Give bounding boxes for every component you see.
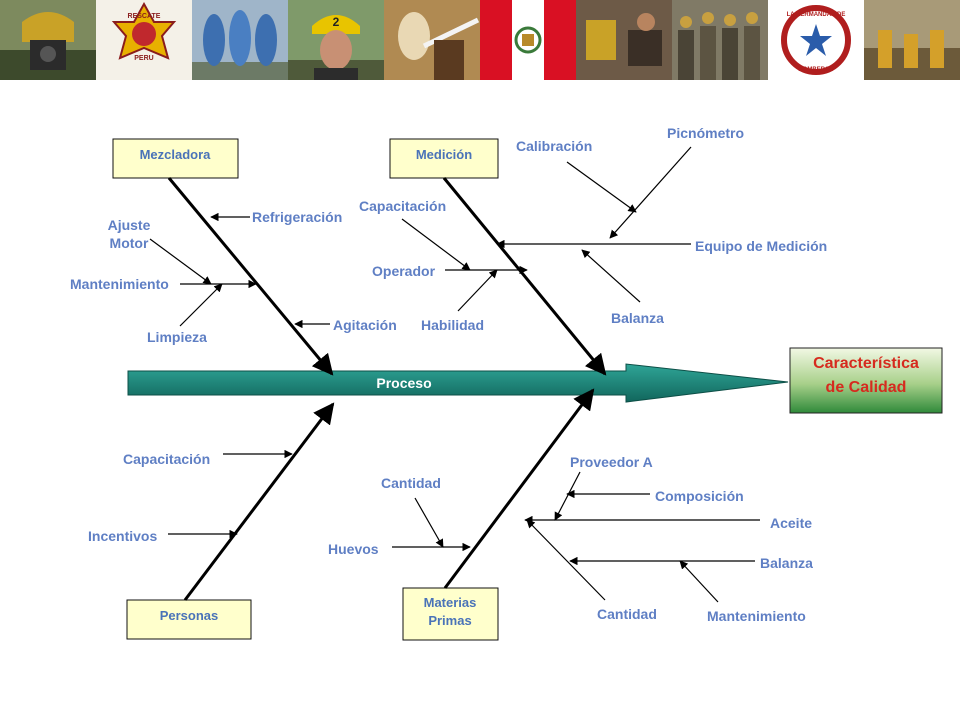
bone-mezcladora <box>167 177 334 376</box>
bone-medicion <box>442 177 607 376</box>
category-label-materias-line2: Primas <box>428 613 471 628</box>
cause-operador: Operador <box>372 263 436 279</box>
spine-label: Proceso <box>376 375 431 391</box>
rescue-scene-photo <box>576 0 672 80</box>
cause-picnometro: Picnómetro <box>667 125 744 141</box>
fire-scene-photo <box>864 0 960 80</box>
cause-arrows <box>149 146 760 603</box>
arrow-limpieza <box>179 283 223 327</box>
cause-agitacion: Agitación <box>333 317 397 333</box>
rescate-peru-badge: RESCATE PERU <box>96 0 192 80</box>
fire-hose-painting <box>384 0 480 80</box>
effect-box <box>789 347 943 414</box>
arrow-balanza-medicion <box>581 249 641 303</box>
category-box-mezcladora <box>112 138 239 179</box>
cause-capacitacion-medicion: Capacitación <box>359 198 446 214</box>
cause-refrigeracion: Refrigeración <box>252 209 342 225</box>
cause-mantenimiento: Mantenimiento <box>70 276 169 292</box>
cause-capacitacion-personas: Capacitación <box>123 451 210 467</box>
cause-proveedor-a: Proveedor A <box>570 454 653 470</box>
cause-limpieza: Limpieza <box>147 329 207 345</box>
peru-flag <box>480 0 576 80</box>
crew-group-photo <box>672 0 768 80</box>
svg-text:2: 2 <box>333 15 340 29</box>
arrow-cantidad-materias <box>526 519 606 601</box>
svg-text:BOMBEROS: BOMBEROS <box>798 67 833 73</box>
cause-balanza-medicion: Balanza <box>611 310 664 326</box>
hermandad-de-bomberos-logo: LA HERMANDAD DE BOMBEROS <box>768 0 864 80</box>
cause-huevos: Huevos <box>328 541 379 557</box>
arrow-ajuste-motor <box>149 238 212 285</box>
arrow-capacitacion-medicion <box>401 218 471 271</box>
arrow-picnometro <box>609 146 692 239</box>
cause-equipo-medicion: Equipo de Medición <box>695 238 827 254</box>
bone-materias-primas <box>443 388 595 589</box>
cause-cantidad-huevos: Cantidad <box>381 475 441 491</box>
spine-arrow <box>127 363 789 403</box>
arrow-proveedor-a <box>554 471 581 521</box>
cause-balanza-materias: Balanza <box>760 555 813 571</box>
category-label-personas: Personas <box>160 608 219 623</box>
category-box-medicion <box>389 138 499 179</box>
cause-habilidad: Habilidad <box>421 317 484 333</box>
cause-mantenimiento-materias: Mantenimiento <box>707 608 806 624</box>
hazmat-team-photo <box>192 0 288 80</box>
cause-calibracion: Calibración <box>516 138 592 154</box>
arrow-habilidad <box>457 269 498 312</box>
cause-composicion: Composición <box>655 488 744 504</box>
cause-ajuste-motor-line2: Motor <box>110 235 149 251</box>
category-box-materias-primas <box>402 587 499 641</box>
svg-text:RESCATE: RESCATE <box>128 13 161 20</box>
arrow-calibracion <box>566 161 637 213</box>
cause-aceite: Aceite <box>770 515 812 531</box>
category-label-materias-line1: Materias <box>424 595 477 610</box>
cause-ajuste-motor-line1: Ajuste <box>108 217 151 233</box>
effect-label-line1: Característica <box>813 355 919 372</box>
cause-cantidad-materias: Cantidad <box>597 606 657 622</box>
category-label-medicion: Medición <box>416 147 472 162</box>
cause-incentivos: Incentivos <box>88 528 157 544</box>
svg-text:LA HERMANDAD DE: LA HERMANDAD DE <box>787 12 846 18</box>
category-box-personas <box>126 599 252 640</box>
arrow-mantenimiento-materias <box>679 560 719 603</box>
firefighter-helmet-photo <box>0 0 96 80</box>
firefighter-portrait-photo: 2 <box>288 0 384 80</box>
arrow-cantidad-huevos <box>414 497 444 548</box>
bone-personas <box>183 402 335 601</box>
header-banner: RESCATE PERU 2 <box>0 0 960 80</box>
category-label-mezcladora: Mezcladora <box>140 147 212 162</box>
svg-text:PERU: PERU <box>134 55 153 62</box>
effect-label-line2: de Calidad <box>826 379 907 396</box>
